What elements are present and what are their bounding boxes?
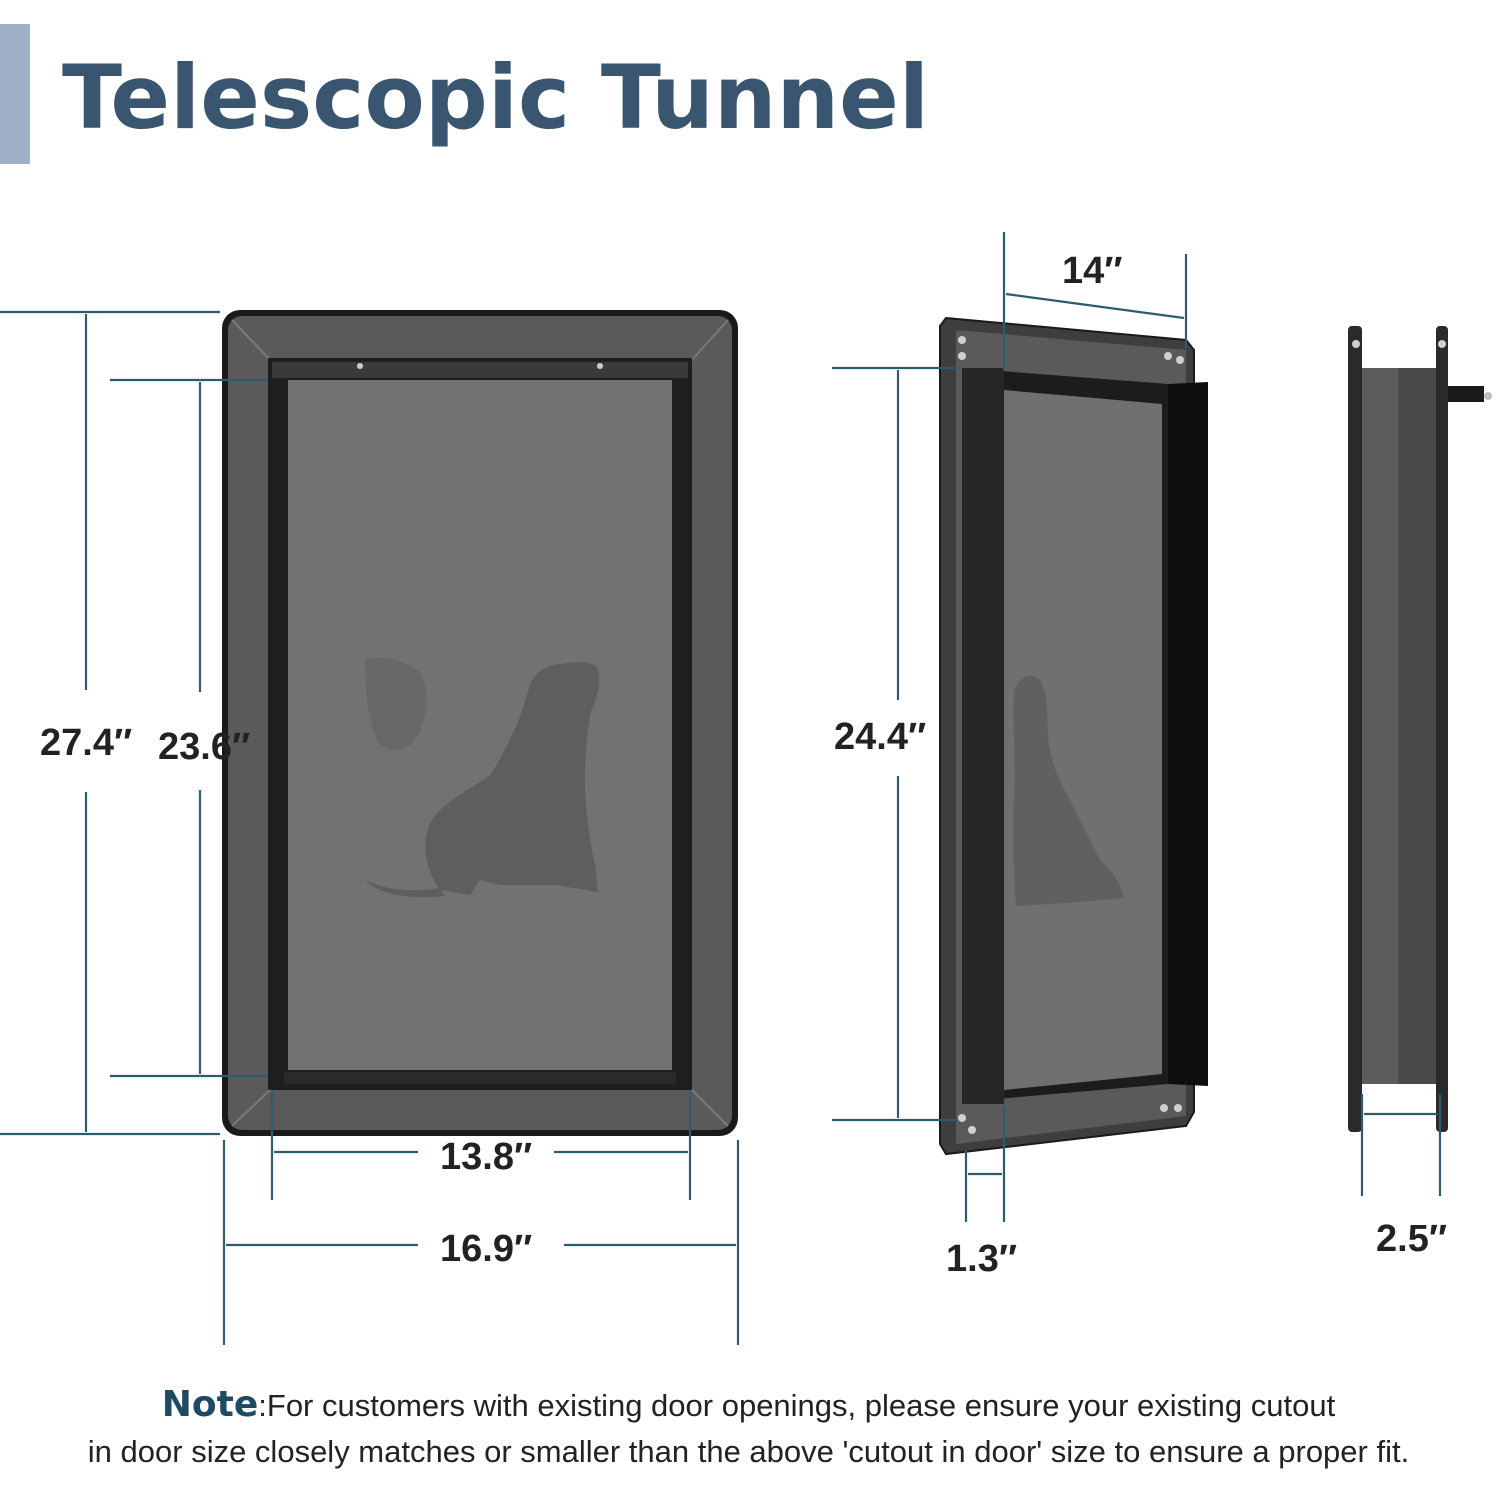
tunnel-height-label: 24.4″ [834,716,927,758]
angled-view [832,232,1208,1222]
tunnel-width-label: 14″ [1062,250,1123,292]
note-label: Note [161,1384,259,1425]
front-view [0,310,740,1345]
front-inner-width-label: 13.8″ [440,1136,533,1178]
title-accent-bar [0,24,30,164]
fit-note: Note:For customers with existing door op… [0,1382,1497,1475]
side-depth-label: 2.5″ [1376,1218,1448,1260]
side-back-flange [1436,326,1448,1132]
side-body [1362,368,1398,1084]
page-title: Telescopic Tunnel [62,46,929,149]
angled-flap [1004,390,1162,1090]
dog-silhouette-icon [1013,675,1124,906]
tunnel-right-wall [1168,382,1208,1086]
side-front-flange [1348,326,1362,1132]
front-outer-height-label: 27.4″ [40,722,133,764]
note-line-1: Note:For customers with existing door op… [0,1382,1497,1429]
front-outer-width-label: 16.9″ [440,1228,533,1270]
dimension-lines-front [0,310,740,1345]
tunnel-frame-depth-label: 1.3″ [946,1238,1018,1280]
side-latch [1448,386,1484,402]
dimension-lines-side [1360,1094,1442,1196]
front-inner-height-label: 23.6″ [158,726,251,768]
side-view [1348,326,1492,1196]
dimension-lines-angled [832,232,1188,1222]
front-flap [288,380,672,1070]
note-text-1: :For customers with existing door openin… [258,1388,1336,1423]
dog-silhouette-icon [365,658,600,898]
note-line-2: in door size closely matches or smaller … [87,1434,1410,1469]
tunnel-left-wall [962,368,1004,1104]
